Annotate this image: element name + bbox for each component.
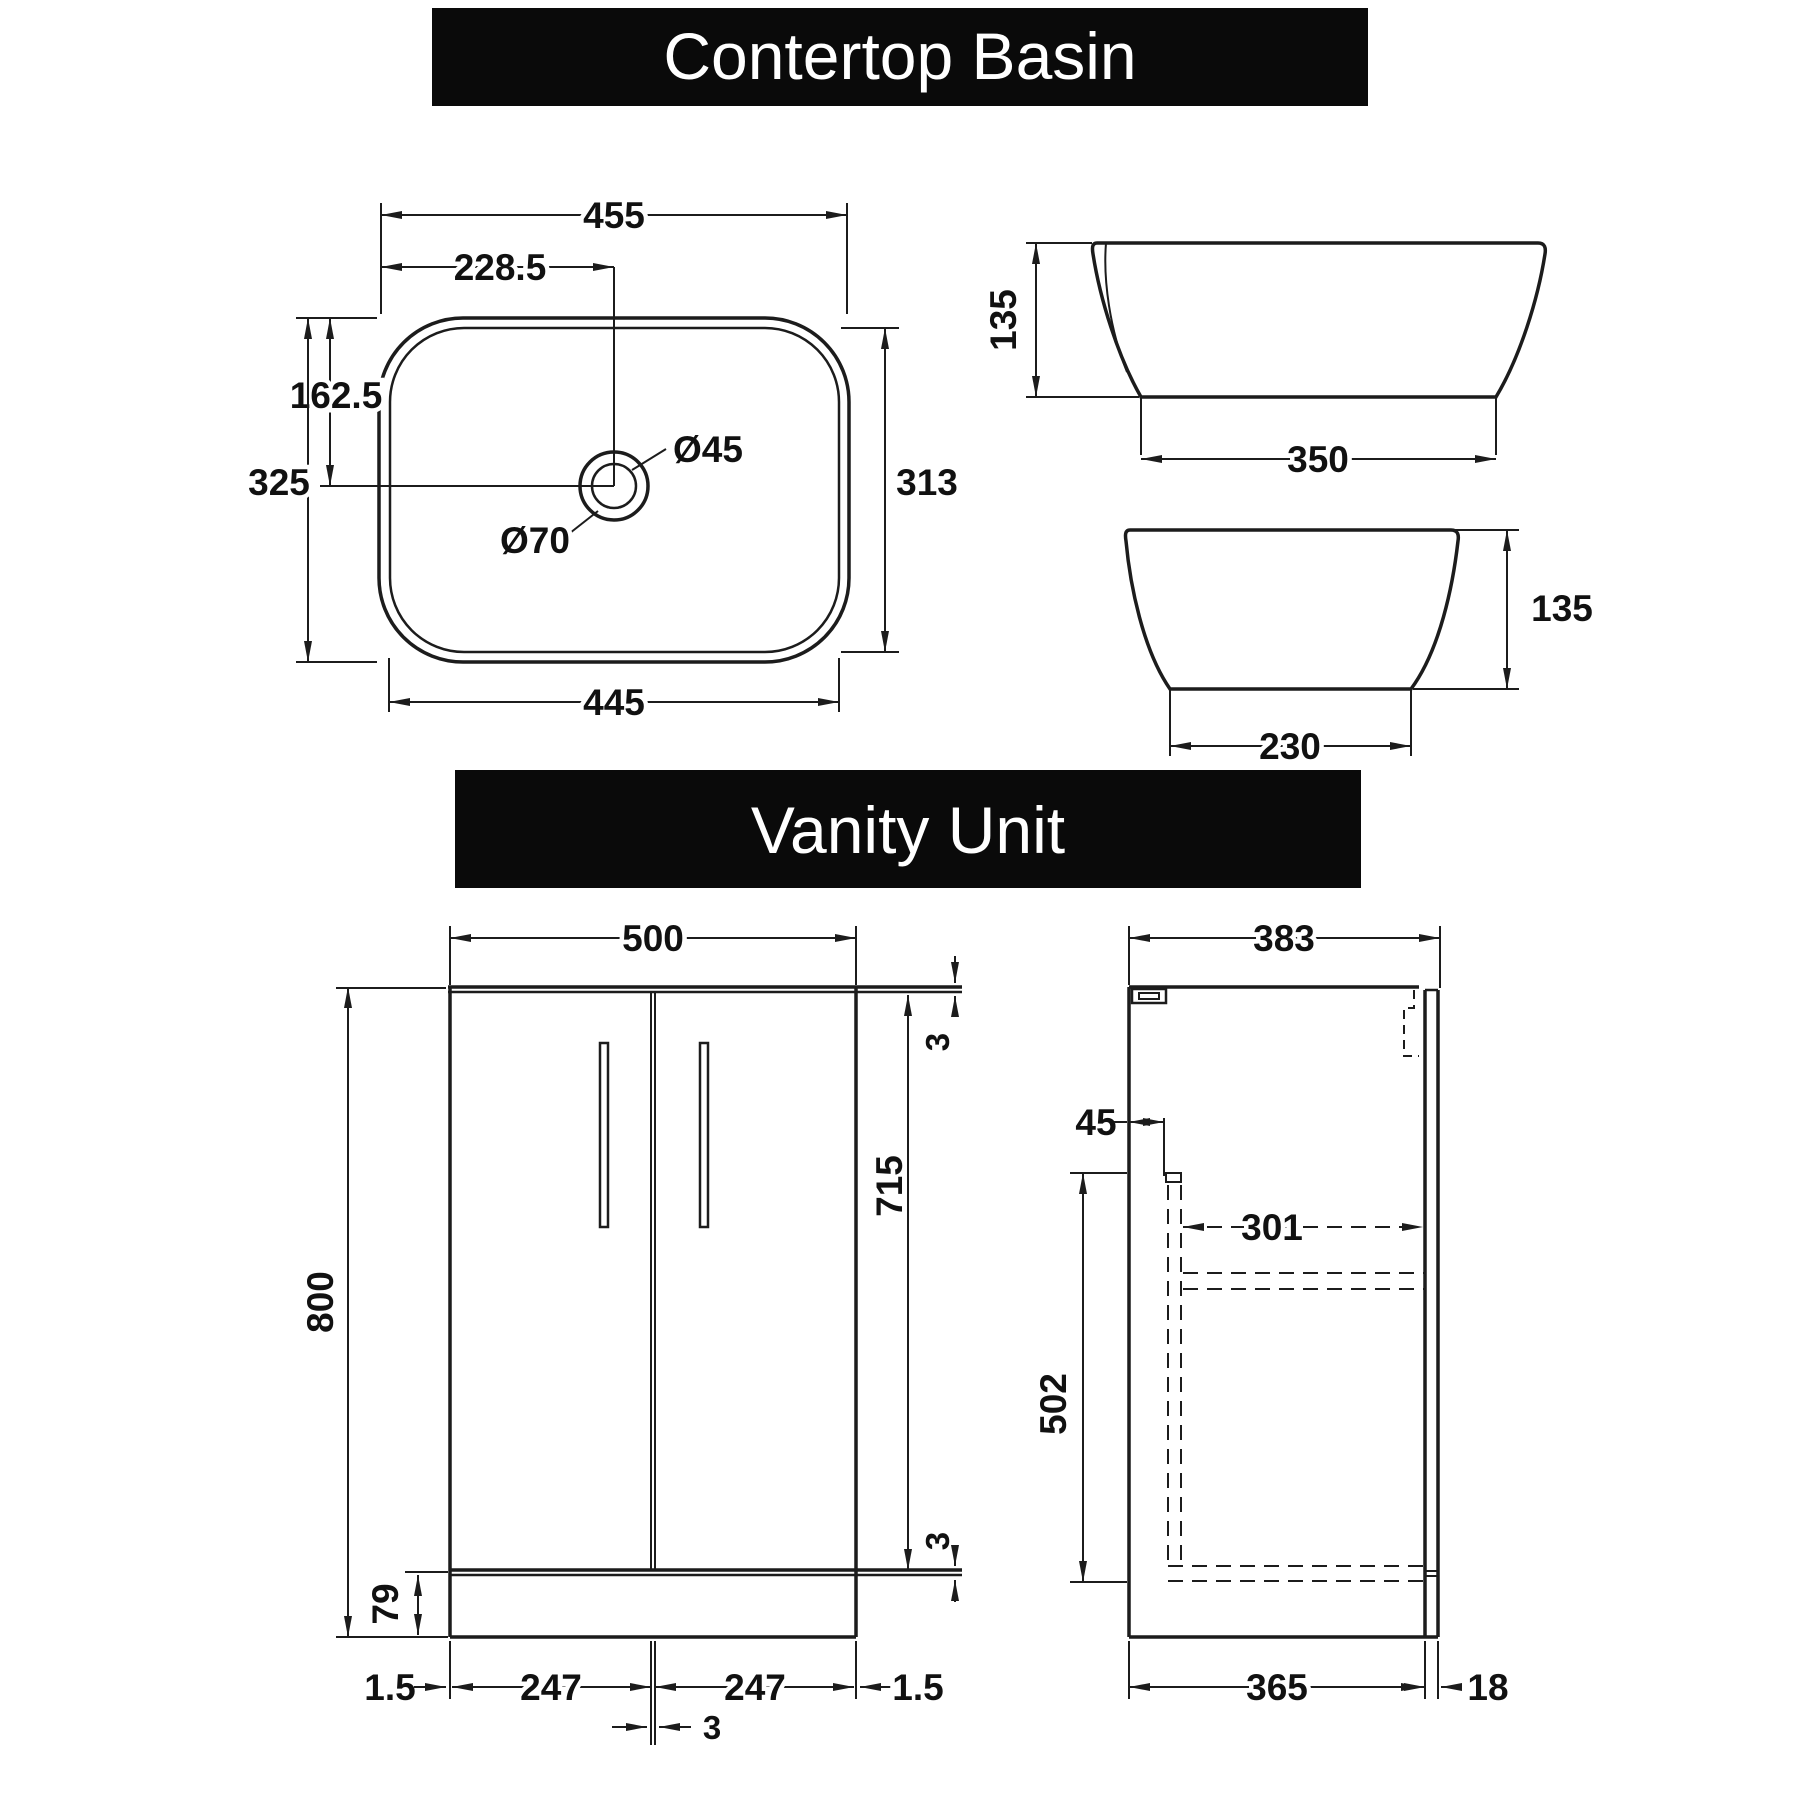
basin-title-background: [432, 8, 1368, 106]
basin-title-bar: Contertop Basin: [432, 8, 1368, 106]
basin-long-outline: [1090, 241, 1548, 399]
dim-basin-long-height: 135: [983, 289, 1024, 351]
dim-vanity-width: 500: [622, 918, 684, 959]
basin-long-rim-line: [1104, 242, 1128, 373]
dim-basin-width-top: 455: [583, 195, 645, 236]
dim-left-gap: 1.5: [364, 1667, 415, 1708]
dim-basin-long-base: 350: [1287, 439, 1349, 480]
basin-side-view-long: 350 135: [979, 241, 1548, 485]
basin-plan-view: 455 228.5 162.5 325 313 445 Ø45 Ø70: [244, 191, 963, 728]
vanity-title-bar: Vanity Unit: [455, 770, 1361, 888]
dim-vanity-depth: 383: [1253, 918, 1315, 959]
wall-bracket-slot: [1138, 992, 1160, 1000]
left-door-handle: [598, 1041, 610, 1229]
vanity-title: Vanity Unit: [751, 793, 1065, 867]
dim-right-door-width: 247: [724, 1667, 786, 1708]
dim-basin-height-inner: 313: [896, 462, 958, 503]
right-door-handle: [698, 1041, 710, 1229]
dim-basin-width-bottom: 445: [583, 682, 645, 723]
dim-center-gap: 3: [703, 1709, 721, 1746]
dim-internal-depth: 301: [1241, 1207, 1303, 1248]
dim-back-panel: 18: [1467, 1667, 1508, 1708]
dim-vanity-height: 800: [300, 1271, 341, 1333]
dim-drain-outer: Ø70: [500, 520, 570, 561]
dim-front-offset: 45: [1075, 1102, 1116, 1143]
vanity-side-view: 383 45 502 301: [1029, 914, 1514, 1713]
vanity-title-background: [455, 770, 1361, 888]
dim-plinth-height: 79: [365, 1583, 406, 1624]
dim-basin-short-base: 230: [1259, 726, 1321, 767]
wall-bracket: [1130, 987, 1168, 1005]
dim-drain-inner: Ø45: [673, 429, 743, 470]
door-strip-cap: [1165, 1172, 1182, 1183]
vanity-front-view: 500 800 715 3 3 79 1.5 247 247 1.5: [296, 914, 962, 1751]
basin-title: Contertop Basin: [663, 19, 1136, 93]
basin-side-view-short: 230 135: [1123, 528, 1597, 772]
dim-left-door-width: 247: [520, 1667, 582, 1708]
dim-hole-offset-x: 228.5: [454, 247, 547, 288]
dim-basin-height-outer: 325: [248, 462, 310, 503]
basin-short-outline: [1123, 528, 1461, 691]
dim-right-gap: 1.5: [892, 1667, 943, 1708]
dim-door-bottom-gap: 3: [919, 1532, 956, 1550]
dim-base-depth: 365: [1246, 1667, 1308, 1708]
dim-door-height: 715: [869, 1155, 910, 1217]
dim-worktop-thickness: 3: [919, 1033, 956, 1051]
dim-internal-height: 502: [1033, 1373, 1074, 1435]
hinge-plate-dashed: [1403, 990, 1419, 1057]
dim-basin-short-height: 135: [1531, 588, 1593, 629]
dim-hole-offset-y: 162.5: [290, 375, 383, 416]
